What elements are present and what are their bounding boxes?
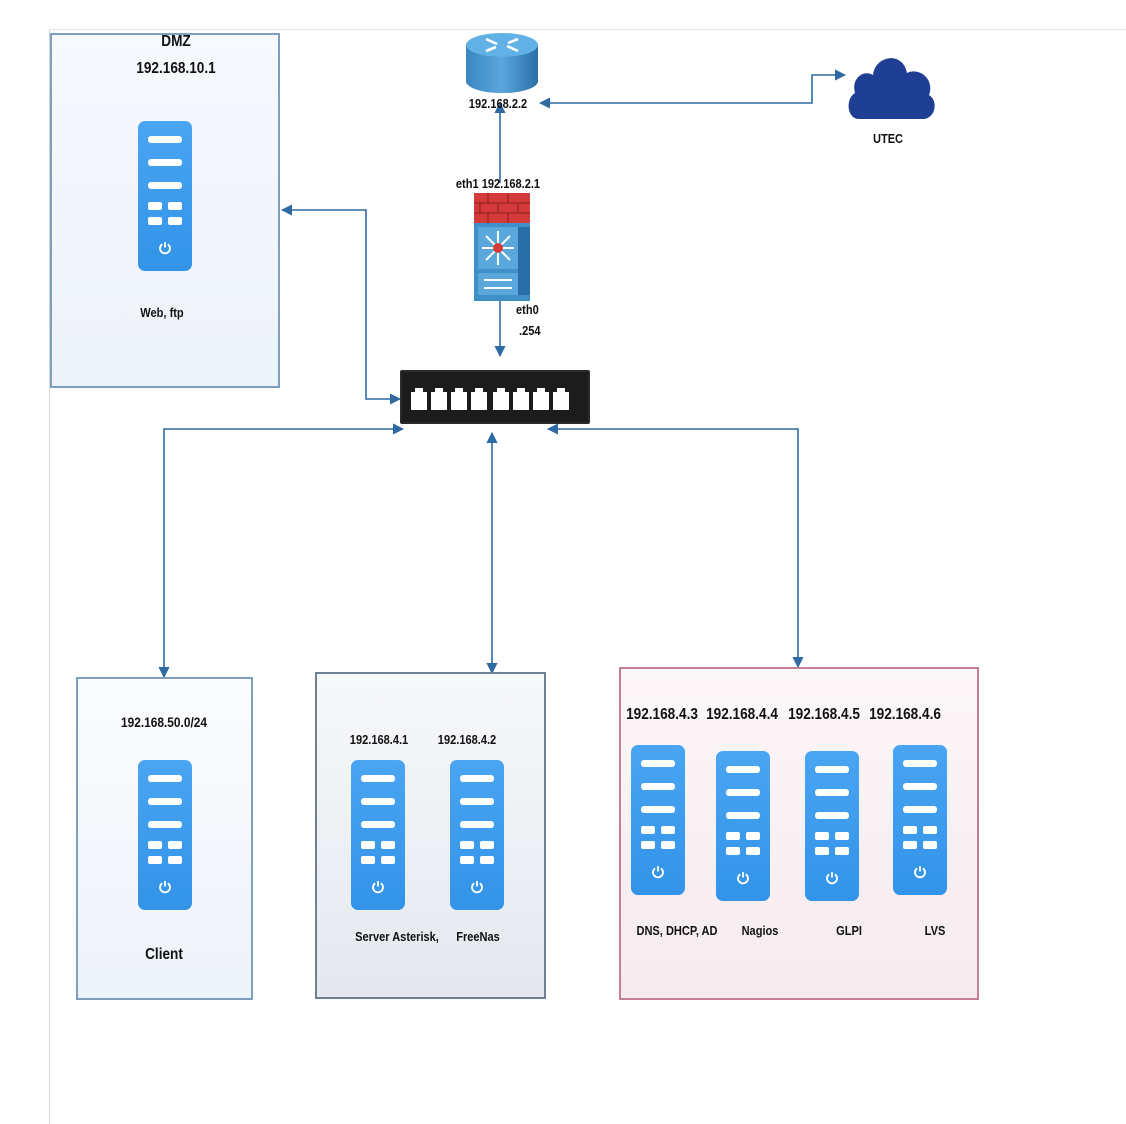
firewall-eth0-label: eth0 bbox=[516, 302, 539, 317]
dmz-title: DMZ bbox=[161, 33, 191, 50]
service-label: Nagios bbox=[741, 923, 779, 938]
server-freenas-icon bbox=[450, 760, 504, 910]
link-switch-services bbox=[546, 423, 804, 669]
client-zone bbox=[76, 677, 253, 1000]
service-ip: 192.168.4.6 bbox=[869, 706, 941, 723]
server-ip: 192.168.4.2 bbox=[437, 732, 497, 747]
service-ip: 192.168.4.3 bbox=[626, 706, 698, 723]
client-network: 192.168.50.0/24 bbox=[120, 714, 208, 730]
link-router-cloud bbox=[538, 69, 847, 109]
link-switch-client bbox=[158, 423, 405, 679]
link-switch-dmz bbox=[280, 204, 402, 405]
dmz-services-label: Web, ftp bbox=[140, 305, 184, 320]
router-ip: 192.168.2.2 bbox=[468, 96, 528, 111]
server-label: Server Asterisk, bbox=[355, 929, 439, 944]
server-nagios-icon bbox=[716, 751, 770, 901]
client-server-icon bbox=[138, 760, 192, 910]
server-label: FreeNas bbox=[456, 929, 500, 944]
server-lvs-icon bbox=[893, 745, 947, 895]
firewall-eth1-label: eth1 192.168.2.1 bbox=[455, 176, 541, 191]
cloud-label: UTEC bbox=[872, 131, 904, 146]
service-label: DNS, DHCP, AD bbox=[636, 923, 718, 938]
router-icon bbox=[466, 33, 538, 93]
dmz-ip: 192.168.10.1 bbox=[136, 60, 216, 77]
service-ip: 192.168.4.5 bbox=[788, 706, 860, 723]
service-ip: 192.168.4.4 bbox=[706, 706, 778, 723]
left-rule bbox=[49, 30, 50, 1124]
client-label: Client bbox=[145, 946, 183, 963]
server-glpi-icon bbox=[805, 751, 859, 901]
server-asterisk-icon bbox=[351, 760, 405, 910]
service-label: GLPI bbox=[836, 923, 862, 938]
firewall-eth0-ip: .254 bbox=[519, 323, 541, 338]
dmz-server-icon bbox=[138, 121, 192, 271]
firewall-icon bbox=[474, 193, 530, 301]
server-ip: 192.168.4.1 bbox=[349, 732, 409, 747]
server-dns-icon bbox=[631, 745, 685, 895]
cloud-icon bbox=[848, 58, 935, 119]
top-rule bbox=[49, 29, 1126, 30]
switch-icon bbox=[400, 370, 590, 424]
server-group-zone bbox=[315, 672, 546, 999]
service-label: LVS bbox=[924, 923, 946, 938]
